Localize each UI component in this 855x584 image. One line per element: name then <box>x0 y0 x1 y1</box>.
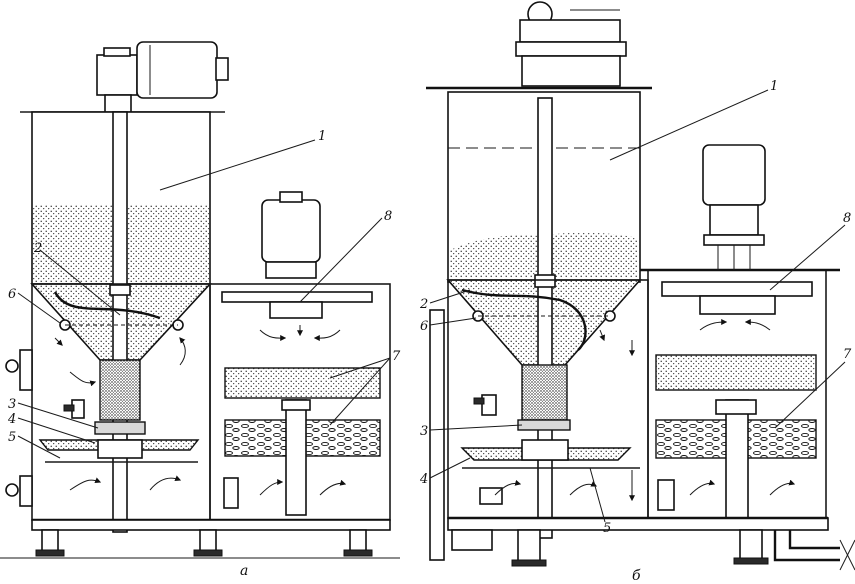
callout-b-2: 2 <box>419 297 428 312</box>
motor-a <box>96 41 229 116</box>
callout-a-1: 1 <box>318 129 326 144</box>
callout-a-5: 5 <box>8 430 16 445</box>
callout-b-4: 4 <box>419 472 428 487</box>
shaft-b <box>537 97 553 539</box>
motor-b <box>702 144 766 270</box>
callout-b-8: 8 <box>843 211 851 226</box>
motor-a-2 <box>261 191 321 279</box>
callout-b-6: 6 <box>420 319 428 334</box>
callout-a-3: 3 <box>8 397 16 412</box>
callout-a-6: 6 <box>8 287 16 302</box>
apparatus-b <box>426 1 855 571</box>
callout-b-7: 7 <box>843 347 852 362</box>
callout-b-3: 3 <box>420 424 428 439</box>
callout-a-7: 7 <box>392 349 401 364</box>
callout-a-2: 2 <box>33 241 42 256</box>
callout-b-5: 5 <box>603 521 611 536</box>
shaft-a <box>112 111 128 533</box>
callout-b-1: 1 <box>770 79 778 94</box>
sublabel-a: а <box>240 563 248 579</box>
callout-a-8: 8 <box>384 209 392 224</box>
sublabel-b: б <box>632 568 641 584</box>
drive-b <box>515 1 627 87</box>
apparatus-a <box>0 41 400 559</box>
callout-a-4: 4 <box>7 412 16 427</box>
